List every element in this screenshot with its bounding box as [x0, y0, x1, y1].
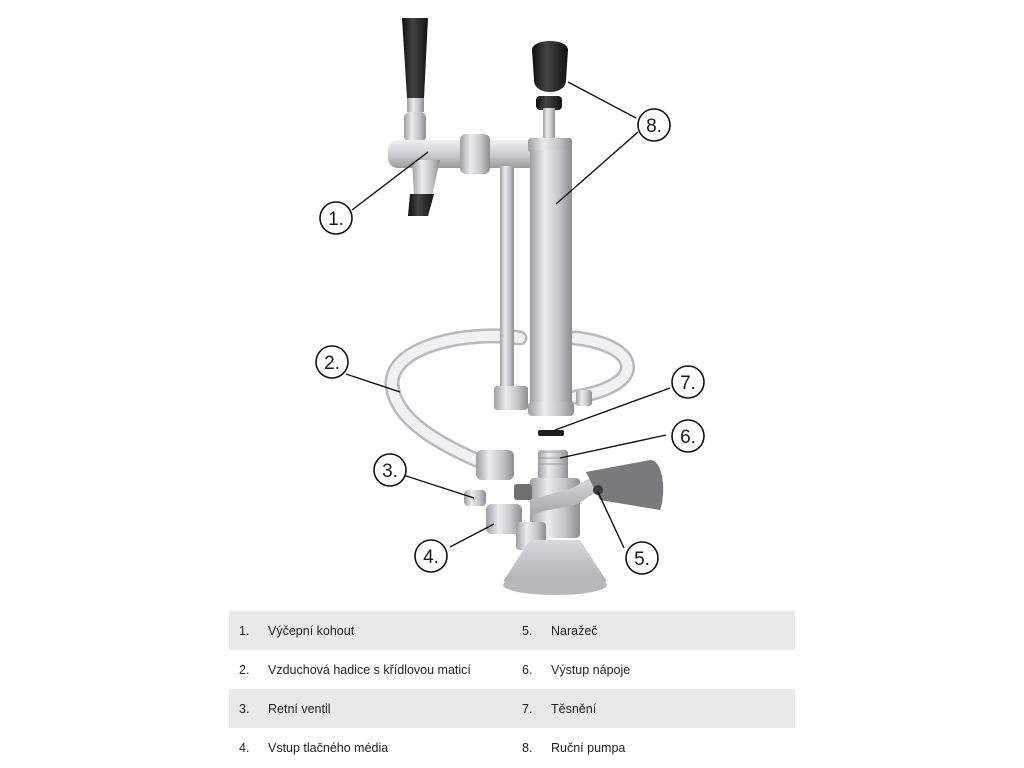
hose-fitting [576, 390, 592, 406]
callout-3: 3. [373, 453, 407, 487]
parts-legend: 1. Výčepní kohout 5. Naražeč 2. Vzduchová h… [229, 611, 795, 767]
legend-row: 1. Výčepní kohout 5. Naražeč [229, 611, 795, 650]
beer-pump-diagram: 1. 2. 3. 4. 5. 6. 7. 8. [315, 18, 705, 595]
legend-number: 5. [522, 623, 533, 638]
callout-5-label: 5. [634, 549, 650, 570]
legend-label: Ruční pumpa [551, 740, 626, 755]
legend-number: 1. [239, 623, 250, 638]
air-hose [384, 328, 635, 473]
legend-label: Vstup tlačného média [268, 740, 389, 755]
callout-2: 2. [315, 345, 349, 379]
check-valve [464, 490, 486, 506]
hand-pump [494, 41, 574, 416]
callout-8-label: 8. [646, 116, 662, 137]
legend-row: 2. Vzduchová hadice s křídlovou maticí 6.… [229, 650, 795, 689]
seal-ring [538, 430, 564, 436]
faucet-nozzle [408, 194, 434, 216]
callout-1-label: 1. [328, 209, 344, 230]
callout-4-label: 4. [423, 547, 439, 568]
coupler-lever [586, 460, 664, 510]
callout-5: 5. [625, 541, 659, 575]
wing-nut [476, 450, 514, 480]
callouts: 1. 2. 3. 4. 5. 6. 7. 8. [315, 81, 705, 575]
callout-2-label: 2. [324, 353, 340, 374]
keg-coupler [464, 450, 664, 595]
legend-label: Vzduchová hadice s křídlovou maticí [268, 662, 471, 677]
faucet-handle [402, 18, 428, 98]
legend-number: 2. [239, 662, 250, 677]
callout-7: 7. [671, 365, 705, 399]
callout-3-label: 3. [382, 461, 398, 482]
legend-label: Retní ventil [268, 701, 331, 716]
beverage-outlet [538, 450, 568, 480]
legend-row: 3. Retní ventil 7. Těsnění [229, 689, 795, 728]
legend-number: 7. [522, 701, 533, 716]
legend-number: 8. [522, 740, 533, 755]
beer-faucet [388, 18, 538, 216]
callout-4: 4. [414, 539, 448, 573]
callout-7-label: 7. [680, 373, 696, 394]
callout-8: 8. [637, 108, 671, 142]
pump-rod [500, 166, 514, 390]
callout-6-label: 6. [680, 427, 696, 448]
legend-row: 4. Vstup tlačného média 8. Ruční pumpa [229, 728, 795, 767]
legend-label: Výčepní kohout [268, 623, 355, 638]
pump-cylinder [530, 150, 572, 405]
pump-knob [532, 41, 568, 92]
legend-label: Naražeč [551, 623, 598, 638]
gas-inlet [486, 504, 522, 534]
legend-number: 4. [239, 740, 250, 755]
legend-label: Výstup nápoje [551, 662, 631, 677]
legend-number: 6. [522, 662, 533, 677]
callout-6: 6. [671, 419, 705, 453]
legend-number: 3. [239, 701, 250, 716]
callout-1: 1. [319, 201, 353, 235]
legend-label: Těsnění [551, 701, 597, 716]
